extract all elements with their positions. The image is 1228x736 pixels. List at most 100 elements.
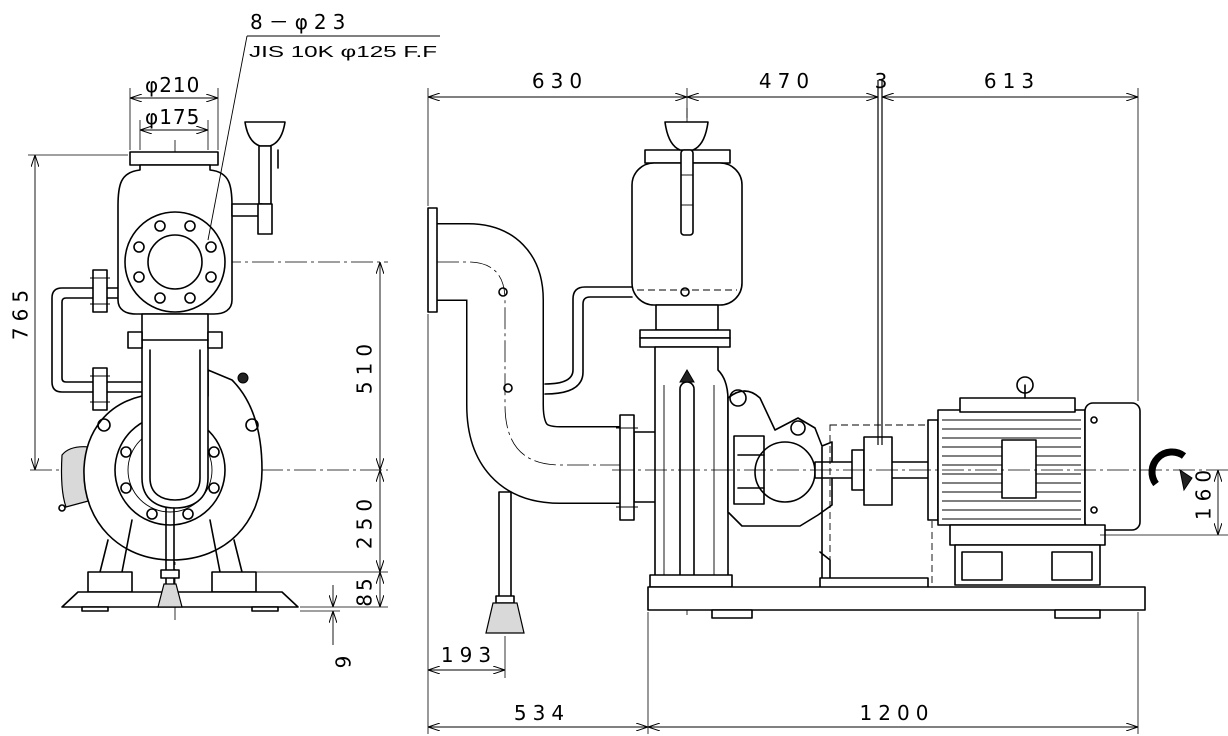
bolt-hole [205,241,217,253]
base-pad-left [81,606,109,612]
bolt-hole [208,482,220,494]
air-vent-plug [237,372,249,384]
base-thickness-label: 9 [332,656,356,669]
lifting-lug [679,369,695,383]
motor-offset-label: 160 [1192,464,1216,520]
drain-plug [58,504,66,512]
side-pump-foot [649,574,733,588]
motor-feet [949,524,1106,546]
pipe-tap [498,287,508,297]
suction-bolt-holes [120,446,220,520]
motor-base-block [961,551,1003,581]
front-view: 8－φ23 JIS 10K φ125 F.F φ210 φ175 765 510… [9,10,440,669]
suction-to-pump-label: 630 [532,69,588,93]
overall-height-label: 765 [9,284,33,340]
suction-support-foot [485,602,525,634]
base-height-label: 85 [353,575,377,606]
bolt-hole [184,220,196,232]
pump-to-coupling-label: 470 [759,69,815,93]
rotation-arrow-head [1179,468,1193,492]
base-length-label: 1200 [860,701,935,725]
base-pad-right [251,606,279,612]
coupling-half-motor [863,436,893,506]
tank-neck [655,304,719,331]
casing-foot-right [211,571,257,593]
flange-standard-note: JIS 10K φ125 F.F [249,44,437,61]
shaft-height-label: 250 [353,493,377,549]
priming-tank-body [117,164,233,315]
casing-leg-right [209,519,243,573]
support-nut [160,569,180,579]
casing-top-flange [639,337,731,348]
bolt-hole [182,508,194,520]
tank-flange [124,211,226,313]
coupling-to-end-label: 613 [984,69,1040,93]
coupling-gap-label: 3 [875,69,888,93]
riser-flange-stub-right [207,331,223,349]
side-priming-funnel [664,121,709,151]
priming-pipe-outer [51,287,143,393]
bolt-hole [133,271,145,283]
tank-flange-bolt-holes [133,220,217,304]
flange-outer-diameter-label: φ210 [145,73,200,97]
suction-support-leg [498,491,512,599]
motor-top-rib [959,397,1076,413]
bolt-note-leader [207,35,248,241]
priming-funnel [244,121,286,147]
priming-valve-drain [257,203,273,235]
suction-elbow-pipe-fill [437,224,620,503]
motor-base [954,544,1101,586]
suction-elbow-centerline [437,261,620,466]
base-foot [711,609,753,619]
side-view: 630 470 3 613 160 193 534 1200 [427,69,1228,734]
priming-valve-stem [258,145,272,205]
rotation-arrow-icon [1148,448,1187,487]
discharge-flange [129,151,219,166]
priming-pipe-inner [61,297,143,383]
priming-pipe-flange-upper [92,269,108,313]
motor-terminal-box [1001,439,1037,499]
bracket-eye [729,389,747,407]
pipe-tap [503,383,513,393]
leg-position-label: 193 [441,643,497,667]
discharge-height-label: 510 [353,338,377,394]
bolt-hole [154,292,166,304]
riser-pipe-outer [141,313,209,509]
fan-cover-bolt [1090,416,1098,424]
support-foot [157,583,183,608]
tank-flange-bore [147,234,203,290]
bolt-hole-note: 8－φ23 [250,10,351,34]
tank-return-pipe-outer [544,286,633,385]
tank-return-pipe-inner [544,296,633,395]
casing-leg-left [99,519,133,573]
bolt-hole [133,241,145,253]
grease-nipple [790,420,806,436]
pump-suction-neck [633,431,657,503]
eyebolt [1016,376,1034,394]
bolt-hole [184,292,196,304]
riser-flange-stub-left [127,331,143,349]
bolt-hole [208,446,220,458]
fan-cover-bolt [1090,506,1098,514]
suction-overhang-label: 534 [514,701,570,725]
bearing-bracket [727,390,833,527]
motor-base-block [1051,551,1093,581]
tank-bottom-flange [639,329,731,339]
base-foot [1054,609,1101,619]
tank-hidden-port [680,287,690,297]
priming-pipe-flange-lower [92,367,108,411]
bolt-hole [205,271,217,283]
riser-pipe-inner [149,349,201,501]
casing-foot-left [87,571,133,593]
bolt-hole [146,508,158,520]
side-priming-valve-stem [680,149,694,236]
bolt-hole [120,482,132,494]
suction-support-nut [495,595,515,604]
coupling-guard [829,424,933,591]
common-base-plate [647,586,1146,611]
casing-boss-left [97,418,111,432]
bolt-hole [154,220,166,232]
bolt-hole [120,446,132,458]
motor-fan-cover [1084,402,1141,531]
